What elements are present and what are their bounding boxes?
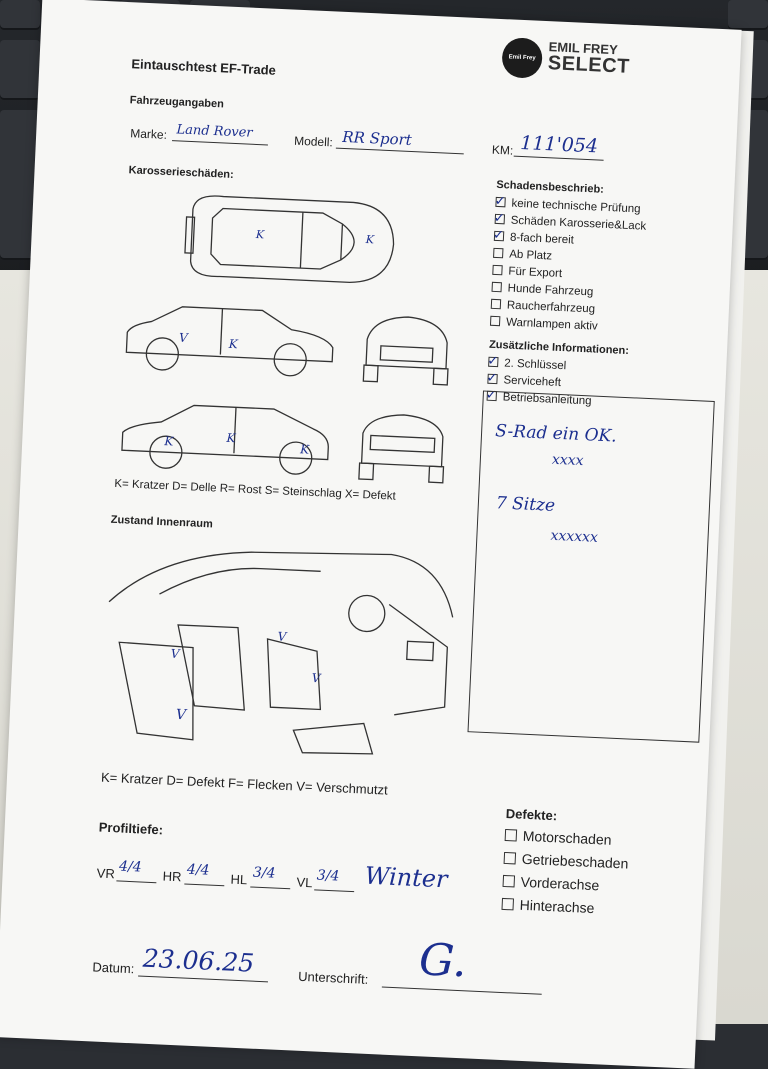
checkbox[interactable] bbox=[493, 230, 505, 242]
logo-text: EMIL FREY SELECT bbox=[547, 39, 631, 78]
value-hr: 4/4 bbox=[186, 861, 210, 879]
label-km: KM: bbox=[491, 142, 514, 158]
defect-item-label: Motorschaden bbox=[522, 827, 612, 848]
checkbox[interactable] bbox=[487, 373, 498, 385]
damage-item-label: 8-fach bereit bbox=[509, 231, 575, 247]
signature: G. bbox=[417, 934, 468, 988]
vr-line bbox=[116, 880, 157, 884]
label-modell: Modell: bbox=[293, 133, 334, 150]
checkbox[interactable] bbox=[491, 281, 502, 293]
value-modell: RR Sport bbox=[341, 127, 413, 150]
checkbox[interactable] bbox=[502, 874, 516, 888]
car-rear-view bbox=[358, 414, 445, 484]
logo-line2: SELECT bbox=[547, 52, 631, 78]
keyboard-key bbox=[728, 0, 768, 30]
checkbox[interactable] bbox=[488, 356, 499, 368]
damage-item-label: Ab Platz bbox=[508, 248, 553, 263]
mark-top-2: K bbox=[365, 233, 375, 247]
note-line-2: xxxx bbox=[551, 451, 584, 470]
logo-badge: Emil Frey bbox=[501, 37, 544, 79]
damage-item-label: Hunde Fahrzeug bbox=[507, 282, 594, 299]
car-side-view-right bbox=[121, 404, 329, 475]
value-vl: 3/4 bbox=[316, 867, 340, 885]
mark-interior-3: V bbox=[311, 671, 321, 686]
checkbox[interactable] bbox=[492, 264, 503, 276]
section-vehicle: Fahrzeugangaben bbox=[129, 94, 225, 111]
mark-top-1: K bbox=[255, 228, 265, 242]
mark-side-3: K bbox=[164, 434, 174, 449]
checkbox[interactable] bbox=[503, 851, 517, 865]
checkbox[interactable] bbox=[489, 315, 501, 327]
emil-frey-logo: Emil Frey EMIL FREY SELECT bbox=[501, 37, 631, 83]
interior-legend: K= Kratzer D= Defekt F= Flecken V= Versc… bbox=[100, 769, 388, 798]
mark-side-5: K bbox=[299, 442, 310, 457]
marke-line bbox=[172, 140, 268, 146]
car-top-view bbox=[184, 195, 395, 284]
label-marke: Marke: bbox=[130, 126, 168, 142]
additional-item-label: 2. Schlüssel bbox=[503, 357, 567, 373]
hr-line bbox=[184, 883, 225, 887]
checkbox[interactable] bbox=[490, 298, 502, 310]
mark-side-4: K bbox=[226, 430, 236, 446]
keyboard-key bbox=[0, 40, 40, 100]
mark-interior-4: V bbox=[175, 706, 187, 724]
car-front-view bbox=[362, 316, 449, 386]
label-hl: HL bbox=[230, 871, 248, 888]
defect-item-label: Hinterachse bbox=[519, 896, 595, 917]
defects-title: Defekte: bbox=[505, 805, 558, 824]
checkbox[interactable] bbox=[501, 897, 515, 911]
car-side-view-left bbox=[125, 306, 334, 377]
damage-item-label: Für Export bbox=[508, 265, 563, 280]
label-date: Datum: bbox=[92, 959, 135, 977]
checkbox[interactable] bbox=[494, 213, 506, 225]
damage-list: keine technische Prüfung Schäden Karosse… bbox=[489, 195, 648, 338]
value-date: 23.06.25 bbox=[142, 943, 255, 978]
section-profile: Profiltiefe: bbox=[98, 819, 164, 838]
checkbox[interactable] bbox=[495, 196, 506, 208]
checkbox[interactable] bbox=[493, 247, 504, 259]
mark-interior-1: V bbox=[170, 646, 180, 662]
trade-in-form: Emil Frey EMIL FREY SELECT Eintauschtest… bbox=[0, 0, 742, 1069]
section-interior: Zustand Innenraum bbox=[110, 513, 213, 531]
defects-list: Motorschaden Getriebeschaden Vorderachse… bbox=[501, 824, 630, 922]
additional-item-label: Serviceheft bbox=[503, 374, 562, 390]
note-line-4: xxxxxx bbox=[550, 527, 599, 546]
defect-item[interactable]: Hinterachse bbox=[501, 893, 627, 922]
damage-item-label: Warnlampen aktiv bbox=[505, 316, 598, 333]
value-vr: 4/4 bbox=[118, 858, 142, 876]
label-vr: VR bbox=[96, 865, 116, 882]
vl-line bbox=[314, 889, 355, 893]
checkbox[interactable] bbox=[504, 828, 518, 842]
keyboard-key bbox=[0, 0, 40, 30]
value-marke: Land Rover bbox=[176, 122, 253, 141]
hl-line bbox=[250, 886, 291, 890]
additional-title: Zusätzliche Informationen: bbox=[488, 338, 630, 358]
interior-drawing bbox=[108, 551, 454, 755]
tire-season: Winter bbox=[364, 861, 449, 894]
damage-item-label: Raucherfahrzeug bbox=[506, 299, 596, 316]
mark-side-2: K bbox=[228, 336, 239, 352]
form-title: Eintauschtest EF-Trade bbox=[131, 56, 277, 78]
label-signature: Unterschrift: bbox=[297, 968, 369, 987]
defect-item-label: Vorderachse bbox=[520, 873, 600, 894]
label-vl: VL bbox=[296, 874, 313, 891]
section-body-damage: Karosserieschäden: bbox=[128, 164, 234, 181]
defect-item-label: Getriebeschaden bbox=[521, 850, 629, 872]
mark-side-1: V bbox=[178, 330, 189, 346]
signature-line bbox=[381, 986, 542, 995]
modell-line bbox=[335, 147, 464, 155]
value-km: 111'054 bbox=[519, 131, 599, 158]
mark-interior-2: V bbox=[277, 629, 287, 644]
value-hl: 3/4 bbox=[252, 864, 276, 882]
damage-title: Schadensbeschrieb: bbox=[496, 178, 605, 196]
note-line-3: 7 Sitze bbox=[495, 493, 556, 516]
label-hr: HR bbox=[162, 868, 182, 885]
